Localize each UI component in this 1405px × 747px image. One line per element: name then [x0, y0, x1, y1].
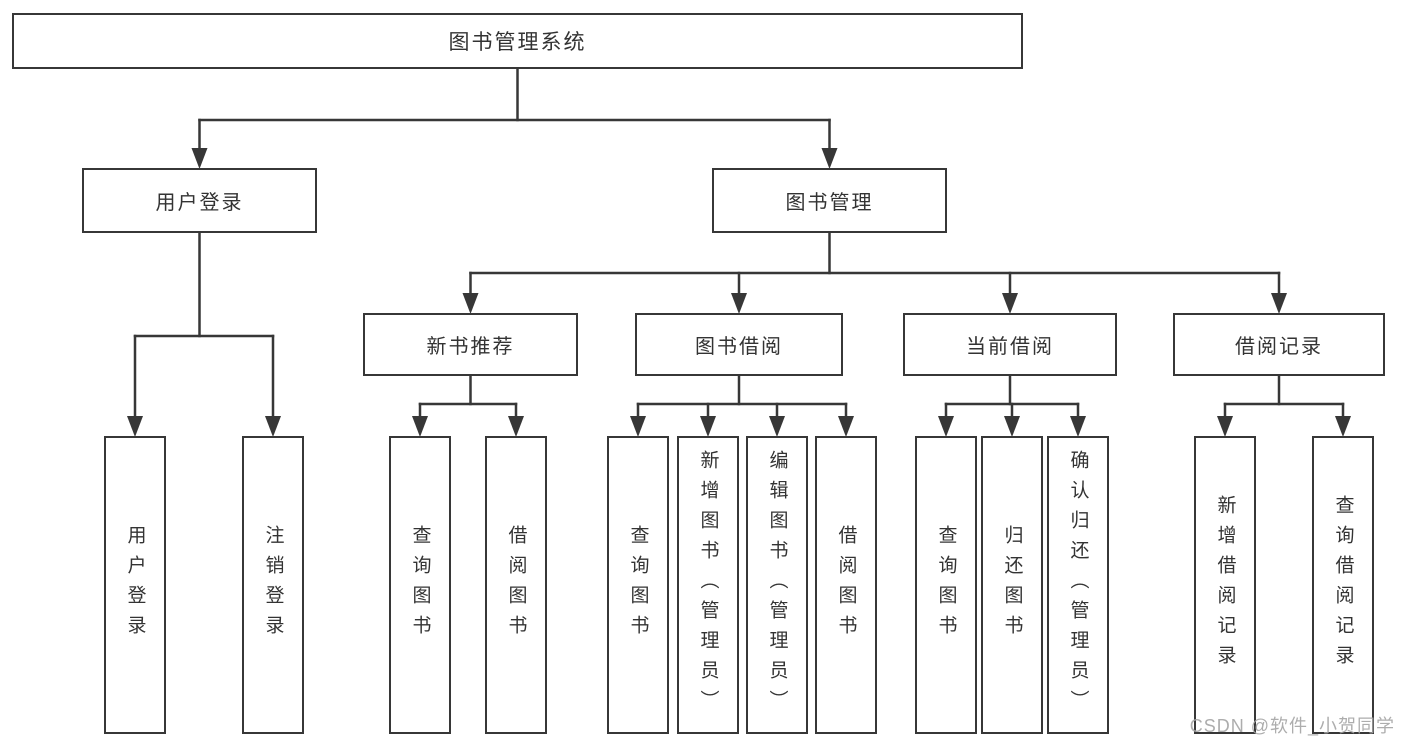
node-leaf-return-book: 归还图书	[981, 436, 1043, 734]
node-label-leaf-add-borrow-record: 新增借阅记录	[1214, 495, 1236, 675]
node-leaf-query-book-1: 查询图书	[389, 436, 451, 734]
node-current-borrow: 当前借阅	[903, 313, 1117, 376]
node-label-leaf-add-book: 新增图书（管理员）	[697, 450, 719, 720]
node-label-leaf-logout: 注销登录	[262, 525, 284, 645]
node-leaf-confirm-return: 确认归还（管理员）	[1047, 436, 1109, 734]
node-leaf-borrow-book-1: 借阅图书	[485, 436, 547, 734]
node-borrow-records: 借阅记录	[1173, 313, 1385, 376]
node-book-borrow: 图书借阅	[635, 313, 843, 376]
node-label-current-borrow: 当前借阅	[966, 336, 1054, 358]
node-label-leaf-confirm-return: 确认归还（管理员）	[1067, 450, 1089, 720]
node-leaf-query-book-2: 查询图书	[607, 436, 669, 734]
node-book-management: 图书管理	[712, 168, 947, 233]
node-label-leaf-edit-book: 编辑图书（管理员）	[766, 450, 788, 720]
node-label-book-management: 图书管理	[785, 192, 874, 214]
node-leaf-edit-book: 编辑图书（管理员）	[746, 436, 808, 734]
node-label-user-login: 用户登录	[155, 192, 244, 214]
node-label-new-book-recommend: 新书推荐	[426, 336, 515, 358]
node-label-root: 图书管理系统	[448, 31, 587, 54]
watermark: CSDN @软件_小贺同学	[1189, 716, 1395, 736]
node-label-leaf-borrow-book-2: 借阅图书	[835, 525, 857, 645]
node-leaf-query-book-3: 查询图书	[915, 436, 977, 734]
node-label-borrow-records: 借阅记录	[1235, 336, 1323, 358]
node-leaf-query-borrow-record: 查询借阅记录	[1312, 436, 1374, 734]
node-root: 图书管理系统	[12, 13, 1023, 69]
node-label-leaf-query-book-2: 查询图书	[627, 525, 649, 645]
node-leaf-add-borrow-record: 新增借阅记录	[1194, 436, 1256, 734]
node-new-book-recommend: 新书推荐	[363, 313, 578, 376]
node-label-book-borrow: 图书借阅	[695, 336, 783, 358]
node-label-leaf-borrow-book-1: 借阅图书	[505, 525, 527, 645]
node-label-leaf-query-borrow-record: 查询借阅记录	[1332, 495, 1354, 675]
node-leaf-user-login: 用户登录	[104, 436, 166, 734]
node-label-leaf-query-book-3: 查询图书	[935, 525, 957, 645]
node-leaf-borrow-book-2: 借阅图书	[815, 436, 877, 734]
node-label-leaf-user-login: 用户登录	[124, 525, 146, 645]
node-label-leaf-return-book: 归还图书	[1001, 525, 1023, 645]
node-label-leaf-query-book-1: 查询图书	[409, 525, 431, 645]
node-user-login: 用户登录	[82, 168, 317, 233]
node-leaf-add-book: 新增图书（管理员）	[677, 436, 739, 734]
node-leaf-logout: 注销登录	[242, 436, 304, 734]
